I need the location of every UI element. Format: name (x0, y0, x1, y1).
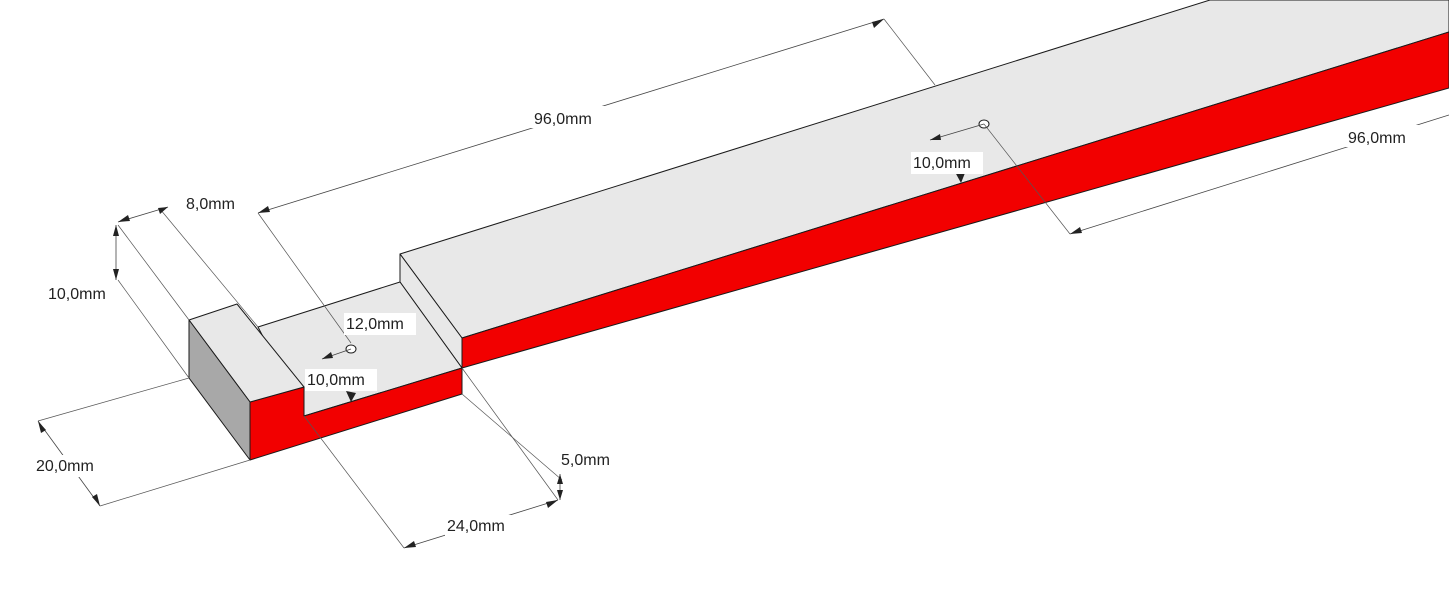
dimension-label-96-right: 96,0mm (1348, 130, 1406, 147)
dimension-label-10-right: 10,0mm (913, 155, 971, 172)
dimension-label-10-left: 10,0mm (48, 286, 106, 303)
extension-lines (37, 18, 1071, 549)
dimension-label-20: 20,0mm (36, 458, 94, 475)
dimension-label-96-top: 96,0mm (534, 111, 592, 128)
dimension-label-24: 24,0mm (447, 518, 505, 535)
dimension-label-8: 8,0mm (186, 196, 235, 213)
dimension-label-10-center: 10,0mm (307, 372, 365, 389)
dimension-label-5: 5,0mm (561, 452, 610, 469)
dimension-label-12: 12,0mm (346, 316, 404, 333)
